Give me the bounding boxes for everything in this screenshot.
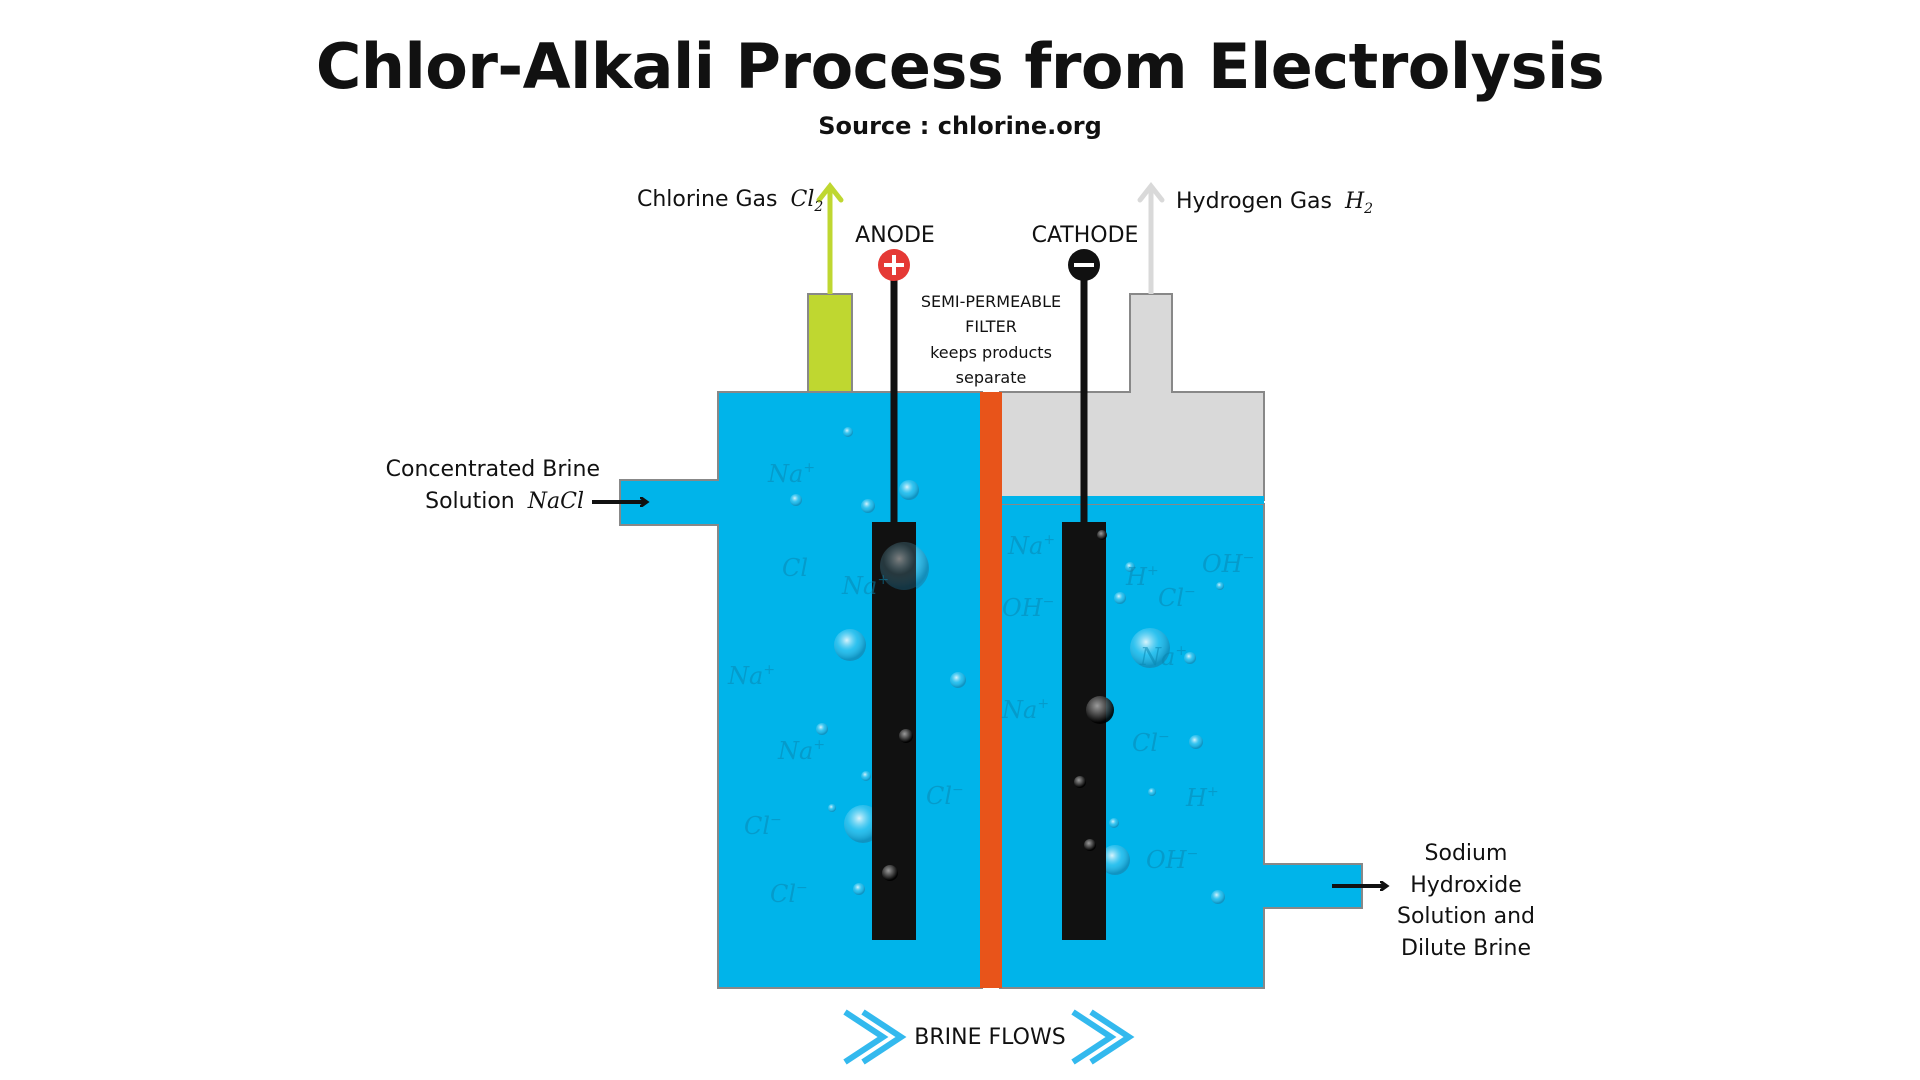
svg-text:Solution NaCl: Solution NaCl [425,489,584,514]
cathode-side-ion-label: OH− [1146,846,1198,874]
svg-text:SEMI-PERMEABLE: SEMI-PERMEABLE [921,292,1061,311]
double-chevron-right-icon [843,1009,1135,1065]
diagram-title: Chlor-Alkali Process from Electrolysis [315,30,1605,103]
cathode-compartment-solution [999,503,1363,989]
anode-side-ion-label: Cl [782,554,808,582]
svg-text:Sodium: Sodium [1425,841,1508,866]
anode-label: ANODE [855,223,935,248]
cathode-side-ion-label: Na+ [1007,532,1055,560]
cathode-side-ion-label: Na+ [1139,643,1187,671]
anode-side-ion-label: Na+ [767,460,815,488]
diagram-source: Source : chlorine.org [818,112,1102,140]
svg-text:Hydroxide: Hydroxide [1410,873,1522,898]
cathode-side-ion-label: H+ [1125,563,1159,591]
chlorine-gas-arrow [816,181,844,294]
cathode-label: CATHODE [1032,223,1139,248]
anode-terminal [878,249,910,281]
electrode-bubbles [880,530,1114,881]
hydrogen-gas-chamber [999,293,1265,501]
hydrogen-gas-arrow [1137,181,1165,294]
cathode-side-ion-label: OH− [1002,594,1054,622]
chlorine-outlet-pipe [807,293,853,395]
anode-side-ion-label: Na+ [841,572,889,600]
anode-side-ion-label: Cl− [770,880,808,908]
brine-flows-label: BRINE FLOWS [914,1025,1065,1050]
svg-text:Solution and: Solution and [1397,904,1535,929]
anode-side-ion-label: Na+ [727,662,775,690]
svg-text:Concentrated Brine: Concentrated Brine [386,457,600,482]
cathode-electrode [1062,522,1106,940]
cathode-side-ion-label: OH− [1202,550,1254,578]
outlet-label: Sodium Hydroxide Solution and Dilute Bri… [1397,841,1535,961]
chlorine-gas-label: Chlorine Gas Cl2 [637,187,823,215]
cathode-side-ion-label: H+ [1185,784,1219,812]
cathode-terminal [1068,249,1100,281]
filter-annotation: SEMI-PERMEABLE FILTER keeps products sep… [921,292,1061,387]
cathode-side-ion-label: Cl− [1132,729,1170,757]
cathode-side-ions: Na+OH−H+OH−Cl−Na+Na+Cl−H+OH− [1001,532,1254,874]
inlet-label: Concentrated Brine Solution NaCl [386,457,600,514]
hydrogen-gas-label: Hydrogen Gas H2 [1176,189,1373,217]
cathode-side-ion-label: Cl− [1158,584,1196,612]
anode-side-ion-label: Na+ [777,737,825,765]
svg-text:FILTER: FILTER [965,317,1017,336]
anode-side-ion-label: Cl− [744,812,782,840]
svg-text:keeps products: keeps products [930,343,1052,362]
anode-side-ion-label: Cl− [926,782,964,810]
svg-text:Dilute Brine: Dilute Brine [1401,936,1531,961]
cathode-side-ion-label: Na+ [1001,696,1049,724]
svg-text:separate: separate [956,368,1027,387]
semi-permeable-filter [980,392,1002,988]
